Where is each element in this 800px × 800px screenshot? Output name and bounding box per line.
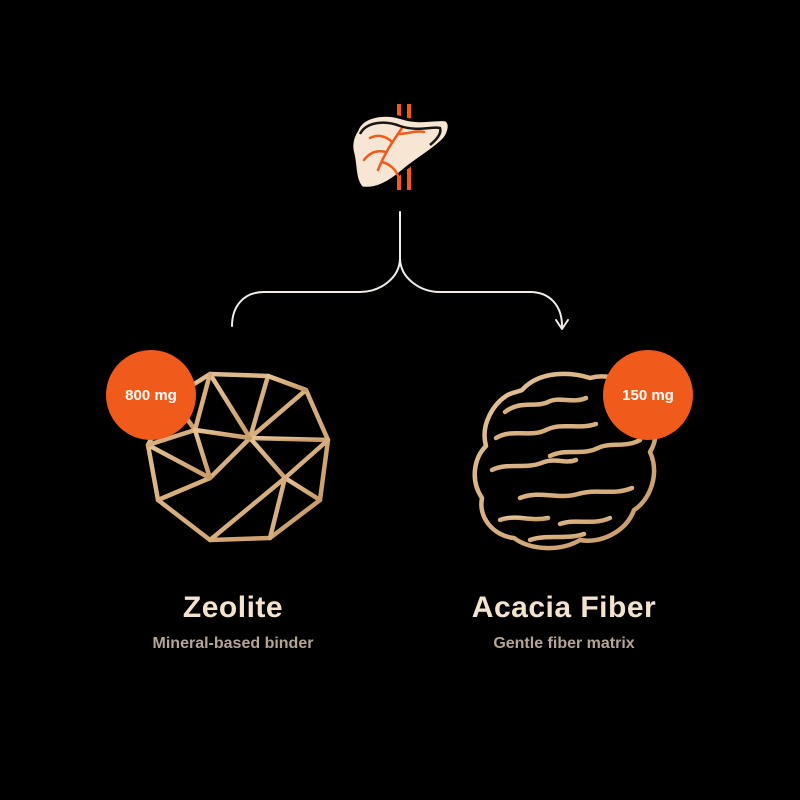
acacia-fiber-description: Gentle fiber matrix	[493, 635, 635, 652]
zeolite-dose-badge: 800 mg	[106, 350, 196, 440]
zeolite-dose-label: 800 mg	[125, 387, 177, 404]
acacia-dose-badge: 150 mg	[603, 350, 693, 440]
zeolite-crystal-icon	[145, 371, 331, 543]
zeolite-description: Mineral-based binder	[152, 635, 314, 652]
arrowhead-icon	[555, 319, 569, 330]
acacia-fiber-title: Acacia Fiber	[471, 591, 657, 624]
branch-connector	[231, 211, 563, 327]
liver-icon	[350, 104, 451, 190]
acacia-dose-label: 150 mg	[622, 387, 674, 404]
zeolite-title: Zeolite	[182, 591, 284, 624]
